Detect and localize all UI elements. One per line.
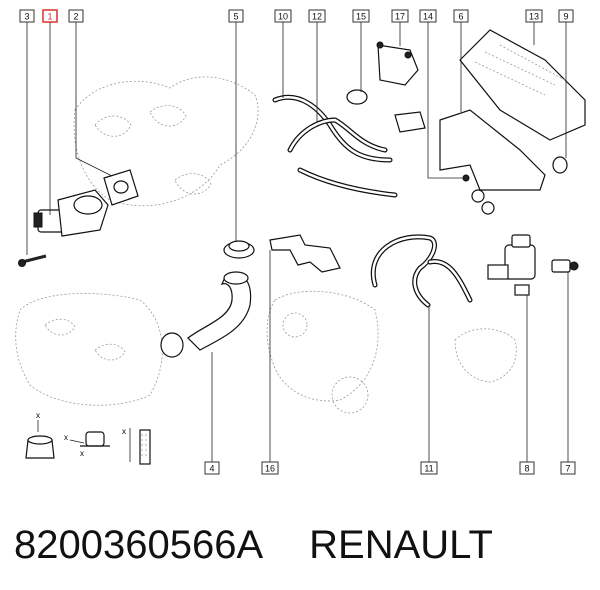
callout-13: 13 [525,9,543,23]
brand-name: RENAULT [309,522,493,567]
support-bracket-part [269,234,341,273]
callout-1: 1 [42,9,58,23]
callout-4: 4 [204,461,220,475]
bolt-part [18,254,47,267]
svg-text:16: 16 [265,464,275,474]
egr-valve-part [33,189,109,237]
plug-part [552,156,568,174]
legend-x-mark: x [80,449,84,458]
svg-text:7: 7 [565,464,570,474]
solenoid-valve-part [487,234,536,296]
svg-text:12: 12 [312,12,322,22]
svg-text:8: 8 [524,464,529,474]
connector-part [346,41,426,133]
exploded-parts-diagram: x x x x 3 1 2 5 10 12 [15,9,586,475]
intake-elbow-hose-part [160,271,252,358]
svg-text:15: 15 [356,12,366,22]
callout-17: 17 [391,9,409,23]
callout-8: 8 [519,461,535,475]
heat-shield-part [459,29,586,141]
callout-12: 12 [308,9,326,23]
fastener-legend: x x x x [25,411,151,465]
callout-6: 6 [453,9,469,23]
svg-text:13: 13 [529,12,539,22]
callout-9: 9 [558,9,574,23]
legend-x-mark: x [36,411,40,420]
svg-text:14: 14 [423,12,433,22]
egr-gasket-part [103,169,139,206]
part-number: 8200360566A [14,522,264,567]
svg-text:2: 2 [73,12,78,22]
svg-text:1: 1 [47,12,52,22]
callout-14: 14 [419,9,437,23]
svg-text:5: 5 [233,12,238,22]
engine-block-ghost [15,76,517,414]
callout-3: 3 [19,9,35,23]
hose-clamp-part [223,240,255,259]
callout-5: 5 [228,9,244,23]
callout-2: 2 [68,9,84,23]
part-caption: 8200360566A RENAULT [14,515,493,575]
svg-text:17: 17 [395,12,405,22]
svg-text:9: 9 [563,12,568,22]
legend-x-mark: x [64,433,68,442]
leader-lines [26,22,569,462]
coolant-pipes-part [272,94,398,198]
callout-10: 10 [274,9,292,23]
bracket-part [439,109,546,215]
vacuum-hose-part [370,234,473,308]
svg-text:4: 4 [209,464,214,474]
legend-x-mark: x [122,427,126,436]
callout-11: 11 [420,461,438,475]
callout-16: 16 [261,461,279,475]
svg-text:3: 3 [24,12,29,22]
svg-text:11: 11 [424,464,433,474]
svg-text:10: 10 [278,12,288,22]
callout-15: 15 [352,9,370,23]
callout-7: 7 [560,461,576,475]
svg-text:6: 6 [458,12,463,22]
sensor-part [551,259,579,273]
